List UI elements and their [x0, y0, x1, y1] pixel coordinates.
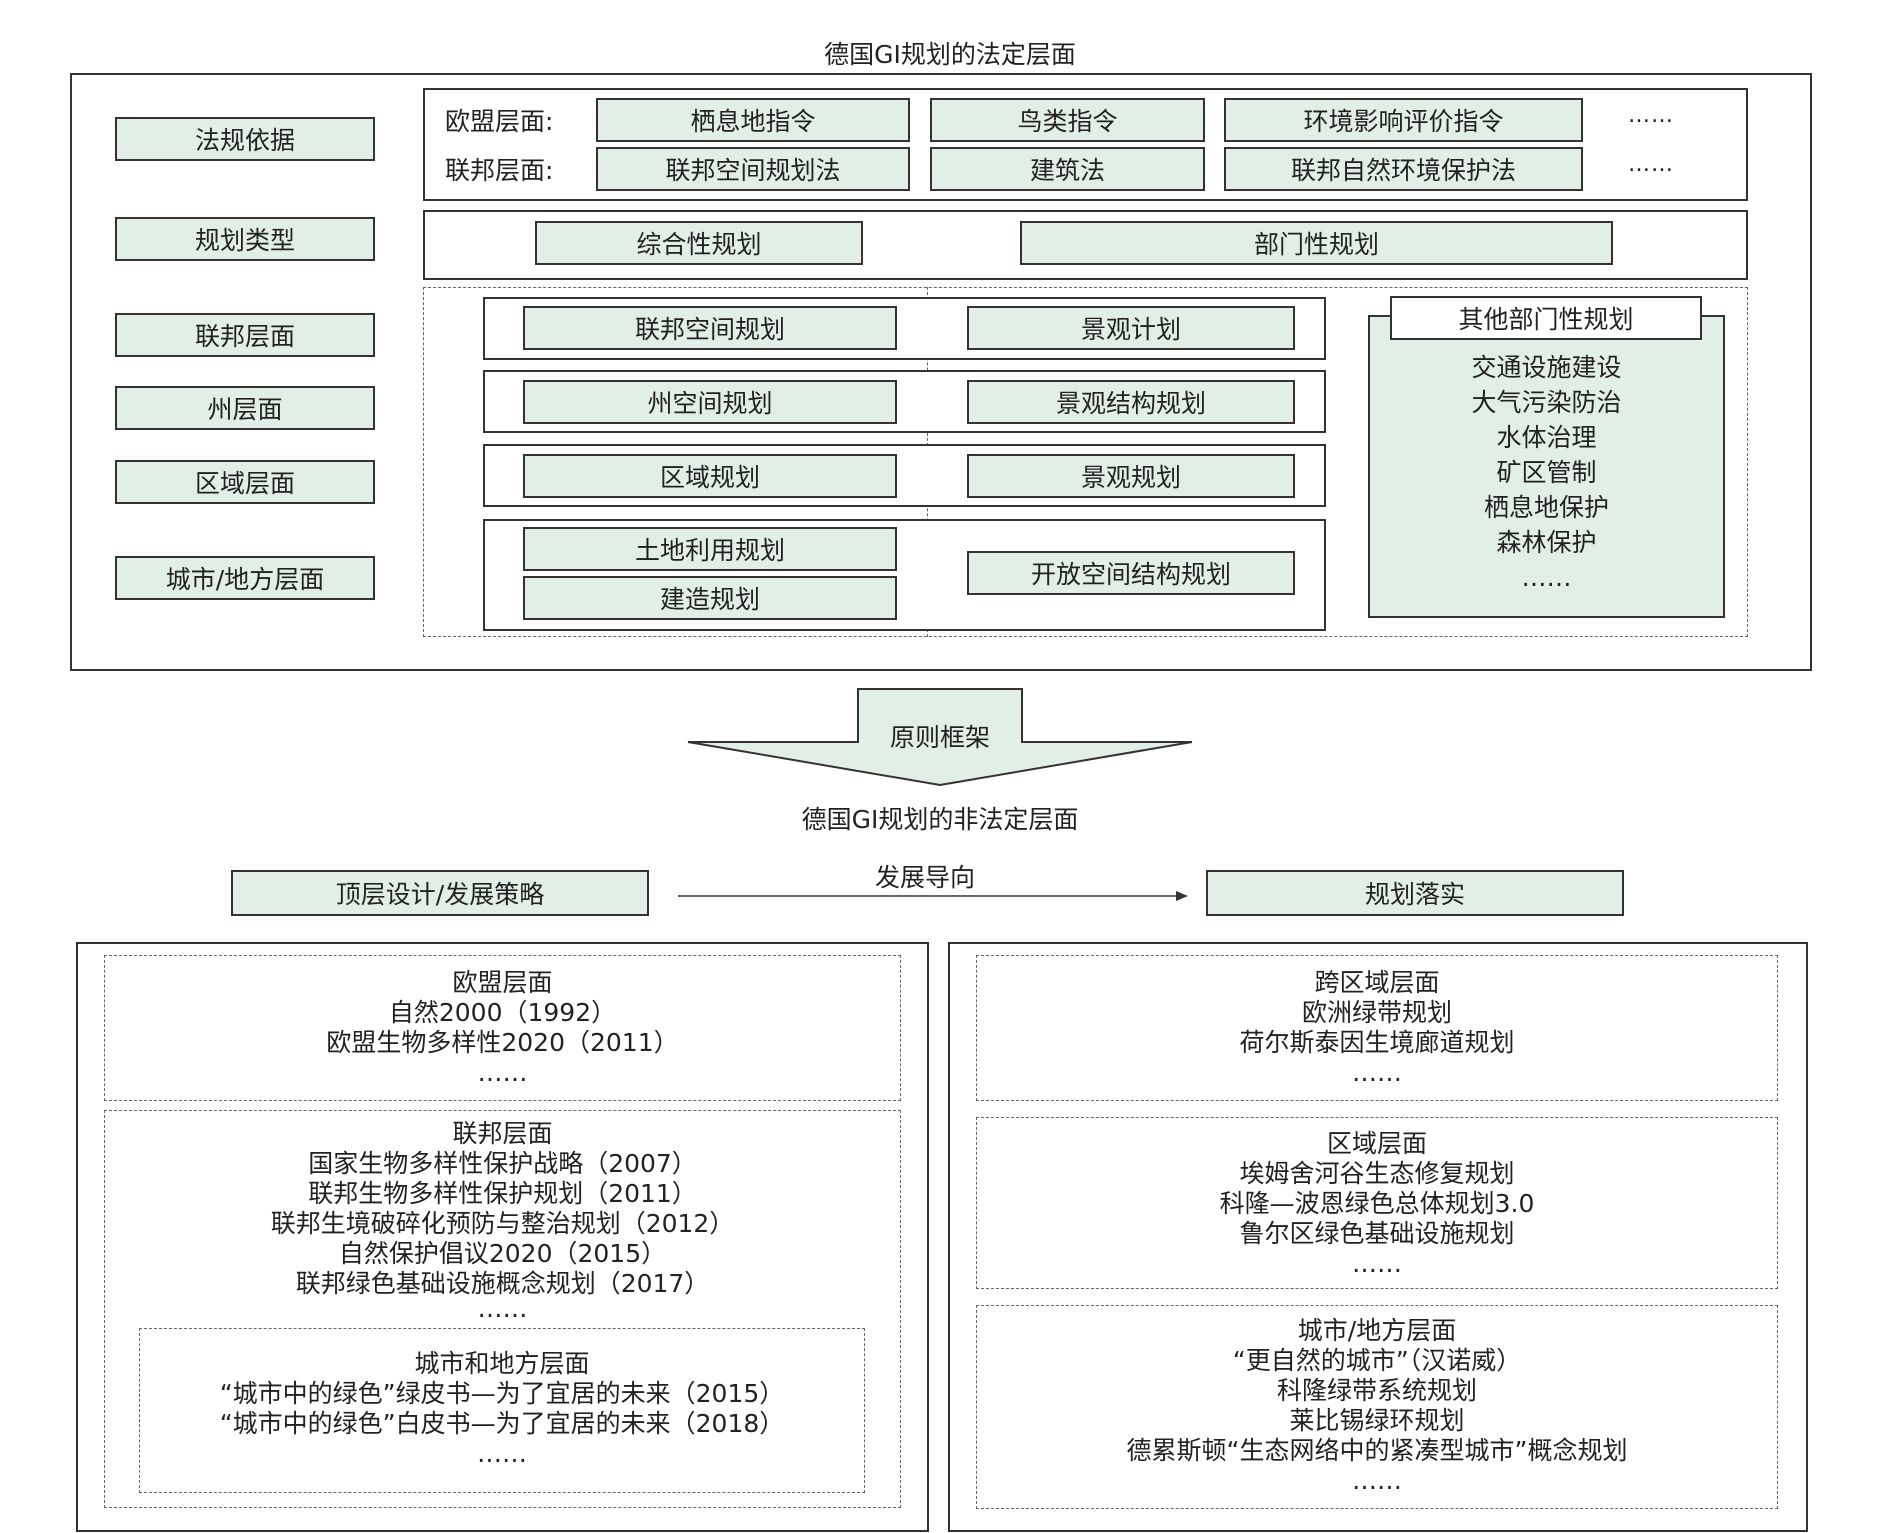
- levels-dashed-area: [423, 287, 1748, 637]
- eu-more: ……: [1628, 103, 1674, 128]
- other-item: 交通设施建设: [1471, 353, 1622, 382]
- eu-directive-eia: 环境影响评价指令: [1224, 98, 1583, 142]
- other-sectoral-box: [1368, 315, 1725, 618]
- city-strategy-list: 城市和地方层面 “城市中的绿色”绿皮书—为了宜居的未来（2015） “城市中的绿…: [139, 1349, 865, 1469]
- direction-label: 发展导向: [874, 863, 975, 892]
- landscape-plan: 景观规划: [967, 454, 1295, 498]
- federal-more: ……: [1628, 152, 1674, 177]
- direction-arrow-icon: [678, 891, 1188, 901]
- list-item: ……: [477, 1439, 527, 1468]
- list-item: ……: [1352, 1466, 1402, 1495]
- federal-spatial-plan: 联邦空间规划: [523, 306, 897, 350]
- row-label-regional: 区域层面: [115, 460, 375, 504]
- city-impl-group: [976, 1305, 1778, 1509]
- implementation-header: 规划落实: [1206, 870, 1624, 916]
- group-heading: 跨区域层面: [1314, 968, 1440, 997]
- list-item: 联邦绿色基础设施概念规划（2017）: [295, 1269, 710, 1298]
- list-item: 联邦生物多样性保护规划（2011）: [308, 1179, 697, 1208]
- list-item: 荷尔斯泰因生境廊道规划: [1239, 1028, 1515, 1057]
- row-label-state: 州层面: [115, 386, 375, 430]
- framework-arrow-icon: [687, 688, 1193, 787]
- transregional-list: 跨区域层面 欧洲绿带规划 荷尔斯泰因生境廊道规划 ……: [976, 968, 1778, 1088]
- transregional-group: [976, 955, 1778, 1101]
- group-heading: 城市/地方层面: [1297, 1316, 1457, 1345]
- top-design-header: 顶层设计/发展策略: [231, 870, 649, 916]
- land-use-plan: 土地利用规划: [523, 527, 897, 571]
- group-heading: 区域层面: [1326, 1129, 1427, 1158]
- list-item: ……: [477, 1058, 528, 1087]
- landscape-structure-plan: 景观结构规划: [967, 380, 1295, 424]
- list-item: 自然2000（1992）: [388, 998, 617, 1027]
- building-plan: 建造规划: [523, 576, 897, 620]
- federal-strategy-list: 联邦层面 国家生物多样性保护战略（2007） 联邦生物多样性保护规划（2011）…: [104, 1119, 901, 1323]
- federal-law-spatial: 联邦空间规划法: [596, 147, 910, 191]
- open-space-structure-plan: 开放空间结构规划: [967, 551, 1295, 595]
- list-item: “城市中的绿色”绿皮书—为了宜居的未来（2015）: [219, 1379, 785, 1408]
- other-item: 栖息地保护: [1483, 493, 1609, 522]
- regional-impl-list: 区域层面 埃姆舍河谷生态修复规划 科隆—波恩绿色总体规划3.0 鲁尔区绿色基础设…: [976, 1129, 1778, 1279]
- implementation-panel: [948, 942, 1808, 1532]
- strategy-panel: [76, 942, 929, 1532]
- group-heading: 欧盟层面: [452, 968, 553, 997]
- other-item: 森林保护: [1496, 528, 1597, 557]
- group-heading: 联邦层面: [452, 1119, 553, 1148]
- sectoral-plan: 部门性规划: [1020, 221, 1613, 265]
- federal-law-nature: 联邦自然环境保护法: [1224, 147, 1583, 191]
- eu-directive-birds: 鸟类指令: [930, 98, 1205, 142]
- row-label-city: 城市/地方层面: [115, 556, 375, 600]
- list-item: ……: [1352, 1058, 1402, 1087]
- federal-level-label: 联邦层面:: [445, 156, 554, 185]
- list-item: 科隆—波恩绿色总体规划3.0: [1219, 1189, 1535, 1218]
- other-item: 大气污染防治: [1471, 388, 1622, 417]
- regional-impl-group: [976, 1117, 1778, 1289]
- other-item: 矿区管制: [1496, 458, 1597, 487]
- list-item: “更自然的城市”（汉诺威）: [1232, 1346, 1522, 1375]
- row-label-federal: 联邦层面: [115, 313, 375, 357]
- federal-law-building: 建筑法: [930, 147, 1205, 191]
- list-item: ……: [1352, 1249, 1402, 1278]
- regional-plan: 区域规划: [523, 454, 897, 498]
- legal-title: 德国GI规划的法定层面: [824, 40, 1076, 69]
- city-impl-list: 城市/地方层面 “更自然的城市”（汉诺威） 科隆绿带系统规划 莱比锡绿环规划 德…: [976, 1316, 1778, 1496]
- comprehensive-plan: 综合性规划: [535, 221, 863, 265]
- row-label-regulations: 法规依据: [115, 117, 375, 161]
- list-item: 科隆绿带系统规划: [1276, 1376, 1477, 1405]
- list-item: 国家生物多样性保护战略（2007）: [308, 1149, 697, 1178]
- list-item: 欧洲绿带规划: [1301, 998, 1452, 1027]
- other-item: 水体治理: [1496, 423, 1597, 452]
- list-item: 埃姆舍河谷生态修复规划: [1239, 1159, 1515, 1188]
- arrow-label: 原则框架: [889, 723, 990, 752]
- list-item: 自然保护倡议2020（2015）: [338, 1239, 667, 1268]
- eu-strategy-list: 欧盟层面 自然2000（1992） 欧盟生物多样性2020（2011） ……: [104, 968, 901, 1088]
- landscape-program: 景观计划: [967, 306, 1295, 350]
- list-item: ……: [477, 1294, 528, 1323]
- eu-level-label: 欧盟层面:: [445, 107, 554, 136]
- other-item: ……: [1521, 563, 1572, 592]
- other-sectoral-title: 其他部门性规划: [1390, 296, 1702, 340]
- state-spatial-plan: 州空间规划: [523, 380, 897, 424]
- federal-strategy-group: [104, 1110, 901, 1508]
- group-heading: 城市和地方层面: [414, 1349, 590, 1378]
- eu-directive-habitat: 栖息地指令: [596, 98, 910, 142]
- nonlegal-title: 德国GI规划的非法定层面: [801, 805, 1079, 834]
- list-item: 联邦生境破碎化预防与整治规划（2012）: [270, 1209, 735, 1238]
- city-strategy-group: [139, 1328, 865, 1493]
- row-label-plan-types: 规划类型: [115, 217, 375, 261]
- other-sectoral-list: 交通设施建设 大气污染防治 水体治理 矿区管制 栖息地保护 森林保护 ……: [1368, 350, 1725, 595]
- list-item: 欧盟生物多样性2020（2011）: [326, 1028, 679, 1057]
- eu-strategy-group: [104, 955, 901, 1101]
- list-item: 鲁尔区绿色基础设施规划: [1239, 1219, 1515, 1248]
- list-item: 德累斯顿“生态网络中的紧凑型城市”概念规划: [1126, 1436, 1628, 1465]
- list-item: “城市中的绿色”白皮书—为了宜居的未来（2018）: [219, 1409, 785, 1438]
- list-item: 莱比锡绿环规划: [1289, 1406, 1465, 1435]
